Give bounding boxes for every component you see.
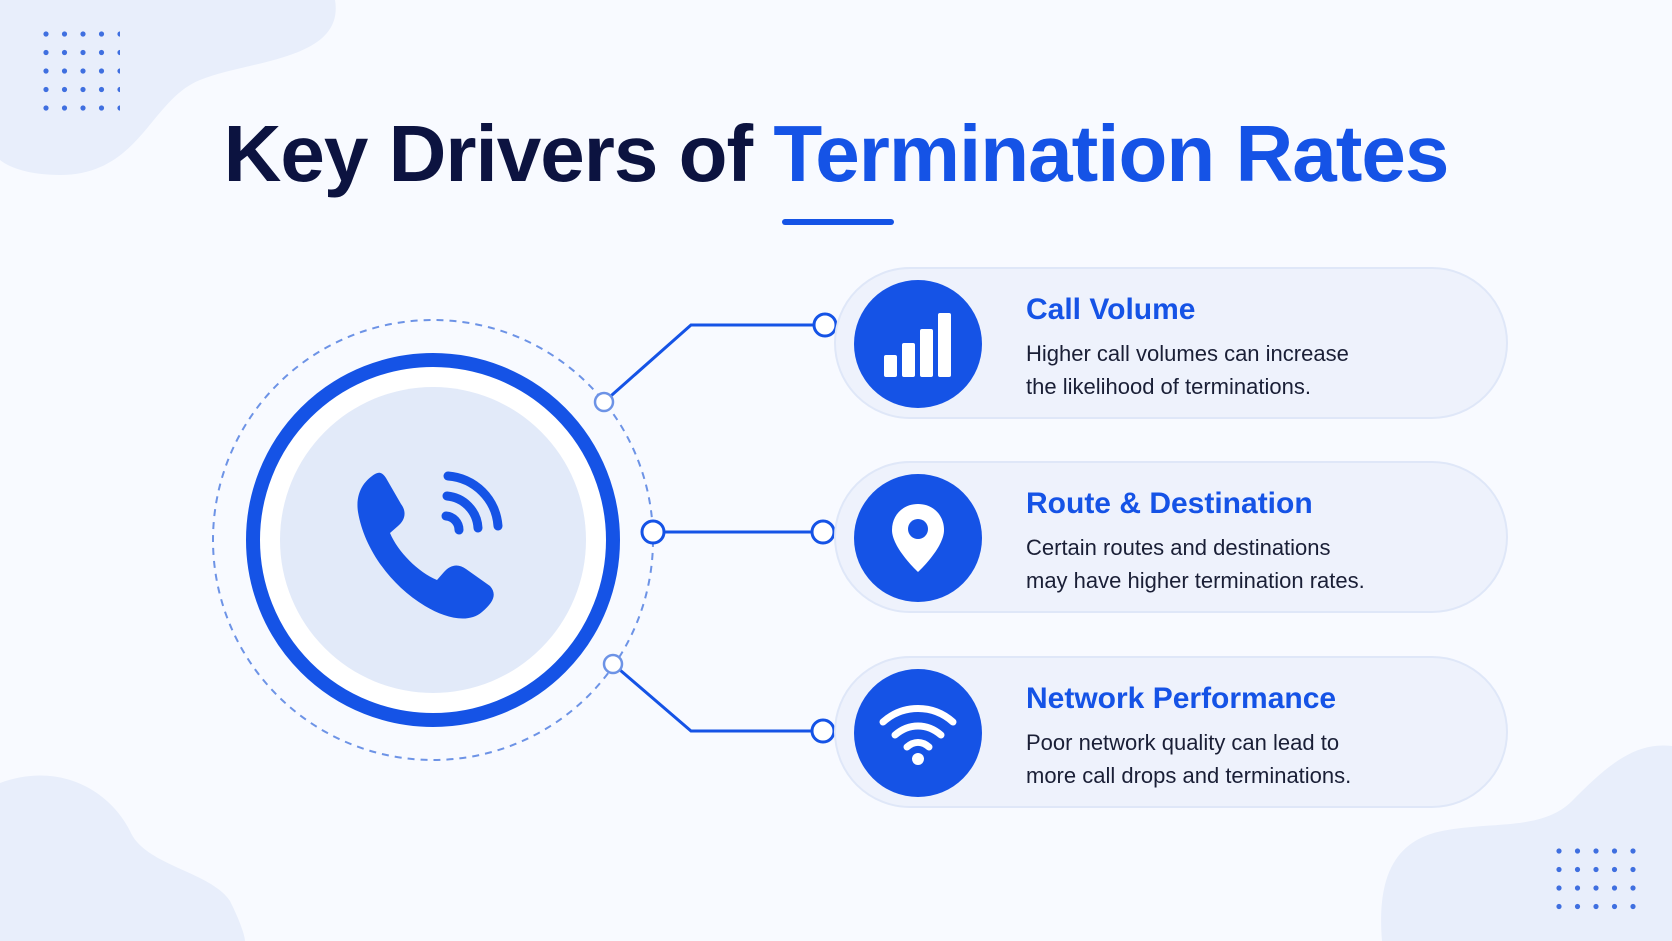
decorative-dot: [98, 49, 105, 56]
driver-description-line: Higher call volumes can increase: [1026, 341, 1349, 366]
decorative-dot: [117, 105, 120, 111]
decorative-dot: [1556, 885, 1562, 891]
top-left-blob: [0, 0, 336, 175]
decorative-dot: [1630, 866, 1636, 873]
decorative-dot: [80, 105, 86, 111]
driver-description-line: the likelihood of terminations.: [1026, 374, 1311, 399]
decorative-dot: [80, 86, 86, 93]
driver-description: Higher call volumes can increase the lik…: [1026, 337, 1486, 403]
driver-card-call-volume: Call Volume Higher call volumes can incr…: [834, 267, 1508, 419]
connector-node-hub-2: [640, 519, 666, 545]
connector-line-1: [603, 323, 825, 404]
driver-card-route-destination: Route & Destination Certain routes and d…: [834, 461, 1508, 613]
decorative-dot: [1611, 866, 1618, 873]
decorative-dot: [1611, 885, 1618, 891]
bottom-right-dot-grid: [1556, 848, 1636, 910]
connector-node-card-2: [810, 519, 836, 545]
connector-node-hub-1: [593, 391, 615, 413]
decorative-dot: [1593, 848, 1599, 854]
decorative-dot: [98, 105, 105, 111]
hub-inner-disc: [280, 387, 586, 693]
decorative-dot: [1556, 903, 1562, 910]
driver-card-network-performance: Network Performance Poor network quality…: [834, 656, 1508, 808]
location-pin-icon: [854, 474, 982, 602]
driver-description-line: Poor network quality can lead to: [1026, 730, 1340, 755]
title-part-accent: Termination Rates: [773, 109, 1449, 198]
decorative-dot: [43, 49, 49, 56]
decorative-dot: [1556, 866, 1562, 873]
decorative-dot: [117, 86, 120, 93]
decorative-dot: [1574, 848, 1581, 854]
decorative-dot: [43, 105, 49, 111]
decorative-dot: [1593, 866, 1599, 873]
decorative-dot: [117, 31, 120, 37]
connector-node-hub-3: [602, 653, 624, 675]
decorative-dot: [1574, 903, 1581, 910]
title-underline: [782, 219, 894, 225]
decorative-dot: [1630, 885, 1636, 891]
connector-line-3: [612, 662, 823, 733]
decorative-dot: [117, 68, 120, 74]
decorative-dot: [1556, 848, 1562, 854]
decorative-dot: [1574, 866, 1581, 873]
decorative-dot: [1574, 885, 1581, 891]
decorative-dot: [61, 49, 68, 56]
bar-chart-icon: [854, 280, 982, 408]
title-part-dark: Key Drivers of: [223, 109, 753, 198]
decorative-dot: [1593, 903, 1599, 910]
decorative-dot: [80, 31, 86, 37]
top-left-dot-grid: [43, 31, 120, 111]
signal-waves-icon: [441, 471, 503, 535]
decorative-dot: [43, 68, 49, 74]
decorative-dot: [98, 68, 105, 74]
page-title: Key Drivers of Termination Rates: [0, 108, 1672, 200]
decorative-dot: [61, 31, 68, 37]
connector-node-card-1: [812, 312, 838, 338]
decorative-dot: [80, 68, 86, 74]
driver-description: Certain routes and destinations may have…: [1026, 531, 1486, 597]
decorative-dot: [80, 49, 86, 56]
driver-title: Route & Destination: [1026, 487, 1313, 520]
decorative-dot: [61, 68, 68, 74]
decorative-dot: [61, 105, 68, 111]
decorative-dot: [1611, 848, 1618, 854]
driver-title: Network Performance: [1026, 682, 1337, 715]
decorative-dot: [98, 86, 105, 93]
driver-description-line: Certain routes and destinations: [1026, 535, 1331, 560]
decorative-dot: [61, 86, 68, 93]
decorative-dot: [117, 49, 120, 56]
driver-description-line: more call drops and terminations.: [1026, 763, 1352, 788]
bottom-right-blob: [1381, 745, 1672, 941]
driver-description: Poor network quality can lead to more ca…: [1026, 726, 1486, 792]
decorative-dot: [1630, 903, 1636, 910]
decorative-dot: [1611, 903, 1618, 910]
decorative-dot: [1630, 848, 1636, 854]
decorative-dot: [43, 31, 49, 37]
connector-node-card-3: [810, 718, 836, 744]
decorative-dot: [98, 31, 105, 37]
driver-description-line: may have higher termination rates.: [1026, 568, 1365, 593]
decorative-dot: [43, 86, 49, 93]
decorative-dot: [1593, 885, 1599, 891]
bottom-left-blob: [0, 775, 245, 941]
driver-title: Call Volume: [1026, 293, 1196, 326]
wifi-icon: [854, 669, 982, 797]
phone-ringing-icon: [357, 472, 494, 619]
